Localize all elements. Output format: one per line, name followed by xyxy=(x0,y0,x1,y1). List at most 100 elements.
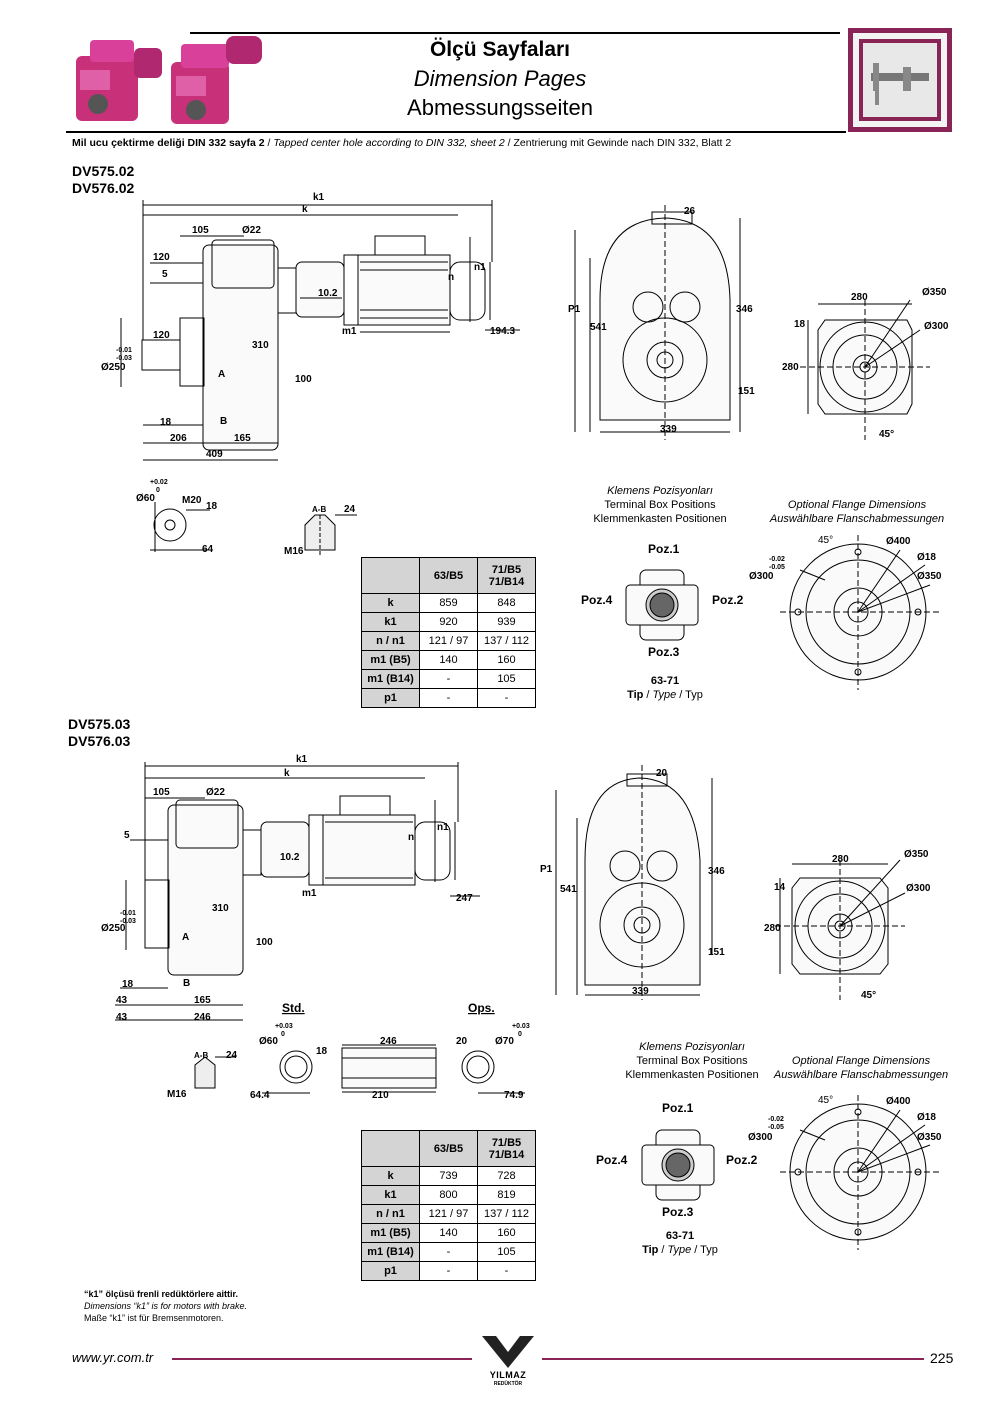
dim-label: M16 xyxy=(284,546,304,557)
dim-label: +0.03 xyxy=(512,1023,530,1030)
model-name: DV575.02 xyxy=(72,163,135,179)
website-link[interactable]: www.yr.com.tr xyxy=(72,1350,154,1365)
dim-label: Ø22 xyxy=(206,787,225,798)
model-name: DV575.03 xyxy=(68,716,131,732)
table-corner xyxy=(361,1130,420,1167)
dim-label: k1 xyxy=(313,192,325,203)
dim-label: 280 xyxy=(851,292,868,303)
dim-label: 409 xyxy=(206,449,223,460)
dim-label: Poz.4 xyxy=(581,593,613,607)
dim-label: 26 xyxy=(684,206,696,217)
dim-label: 10.2 xyxy=(318,288,338,299)
dim-label: P1 xyxy=(540,864,553,875)
dim-label: 45° xyxy=(861,990,876,1001)
dim-label: 346 xyxy=(736,304,753,315)
dim-label: 24 xyxy=(344,504,356,515)
dim-label: 10.2 xyxy=(280,852,300,863)
dim-label: 339 xyxy=(632,986,649,997)
adapter xyxy=(277,267,297,314)
table-header: 71/B5 71/B14 xyxy=(477,1130,536,1167)
page-number: 225 xyxy=(930,1350,954,1366)
optional-flange-legend: Optional Flange Dimensions Auswählbare F… xyxy=(773,1055,949,1081)
dim-label: Ø350 xyxy=(917,571,942,582)
brake-note-de: Maße “k1” ist für Bremsenmotoren. xyxy=(84,1313,224,1323)
caliper-icon xyxy=(848,28,952,132)
dim-label: 120 xyxy=(153,330,170,341)
table-header: 71/B5 71/B14 xyxy=(477,557,536,594)
dim-label: 206 xyxy=(170,433,187,444)
dim-label: 18 xyxy=(122,979,134,990)
dim-label: n xyxy=(448,272,454,283)
dim-label: Ø22 xyxy=(242,225,261,236)
dim-label: 339 xyxy=(660,424,677,435)
table-header: 63/B5 xyxy=(419,557,478,594)
gearbox-top xyxy=(211,239,275,289)
logo-text: YILMAZ xyxy=(489,1370,527,1380)
dim-label: 18 xyxy=(316,1046,328,1057)
terminal-box-legend: Klemens Pozisyonları Terminal Box Positi… xyxy=(593,485,727,525)
dim-label: Poz.3 xyxy=(648,645,680,659)
dim-label: n1 xyxy=(437,822,449,833)
dim-label: 18 xyxy=(160,417,172,428)
dim-label: 24 xyxy=(226,1050,238,1061)
dim-label: 151 xyxy=(708,947,725,958)
dim-label: 165 xyxy=(234,433,251,444)
dim-label: -0.05 xyxy=(769,564,785,571)
dim-label: 45° xyxy=(818,1095,833,1106)
dim-label: 246 xyxy=(194,1012,211,1023)
motor-fan-cover xyxy=(449,261,486,321)
dim-label: 0 xyxy=(156,487,160,494)
table-corner xyxy=(361,557,420,594)
table-header: 63/B5 xyxy=(419,1130,478,1167)
dim-label: Ø300 xyxy=(906,883,931,894)
title-en: Dimension Pages xyxy=(413,66,587,91)
dim-label: 120 xyxy=(153,252,170,263)
dim-label: A-B xyxy=(312,505,326,514)
dim-label: 20 xyxy=(456,1036,468,1047)
product-photo xyxy=(76,36,262,124)
dim-label: M20 xyxy=(182,495,202,506)
dim-label: 5 xyxy=(124,830,130,841)
dim-label: Ø300 xyxy=(749,571,774,582)
dim-label: -0.02 xyxy=(769,556,785,563)
header-rule-bottom xyxy=(66,131,846,133)
dim-label: k1 xyxy=(296,754,308,765)
dim-label: 45° xyxy=(818,535,833,546)
dim-label: A-B xyxy=(194,1051,208,1060)
dim-label: -0.01 xyxy=(120,910,136,917)
yilmaz-logo-icon xyxy=(482,1336,534,1368)
table-row: m1 (B14)-105 xyxy=(361,1242,536,1262)
dim-label: 210 xyxy=(372,1090,389,1101)
dim-label: Poz.4 xyxy=(596,1153,628,1167)
dim-label: Poz.1 xyxy=(648,542,680,556)
center-hole-note-de: Zentrierung mit Gewinde nach DIN 332, Bl… xyxy=(513,137,732,149)
dim-label: Ø300 xyxy=(924,321,949,332)
dim-label: 165 xyxy=(194,995,211,1006)
dim-label: Poz.1 xyxy=(662,1101,694,1115)
dim-label: k xyxy=(302,204,308,215)
dim-label: Ø70 xyxy=(495,1036,514,1047)
dim-label: 100 xyxy=(256,937,273,948)
dim-label: Poz.2 xyxy=(726,1153,758,1167)
dim-label: m1 xyxy=(302,888,317,899)
section1-drawing: k1 k 105 Ø22 120 5 120 -0.01 -0.03 Ø250 … xyxy=(101,192,949,690)
dim-label: m1 xyxy=(342,326,357,337)
dim-label: P1 xyxy=(568,304,581,315)
gearbox-housing xyxy=(202,244,279,451)
dim-label: 541 xyxy=(560,884,577,895)
dim-label: Ø350 xyxy=(917,1132,942,1143)
dim-label: -0.03 xyxy=(116,355,132,362)
model-name: DV576.03 xyxy=(68,733,131,749)
center-hole-note: Mil ucu çektirme deliği DIN 332 sayfa 2 … xyxy=(72,137,732,149)
dim-label: 74.9 xyxy=(504,1090,524,1101)
dim-label: 247 xyxy=(456,893,473,904)
model-heading: DV575.03 DV576.03 xyxy=(68,716,130,750)
dim-label: k xyxy=(284,768,290,779)
output-flange xyxy=(179,317,205,387)
dim-label: Ø250 xyxy=(101,362,126,373)
